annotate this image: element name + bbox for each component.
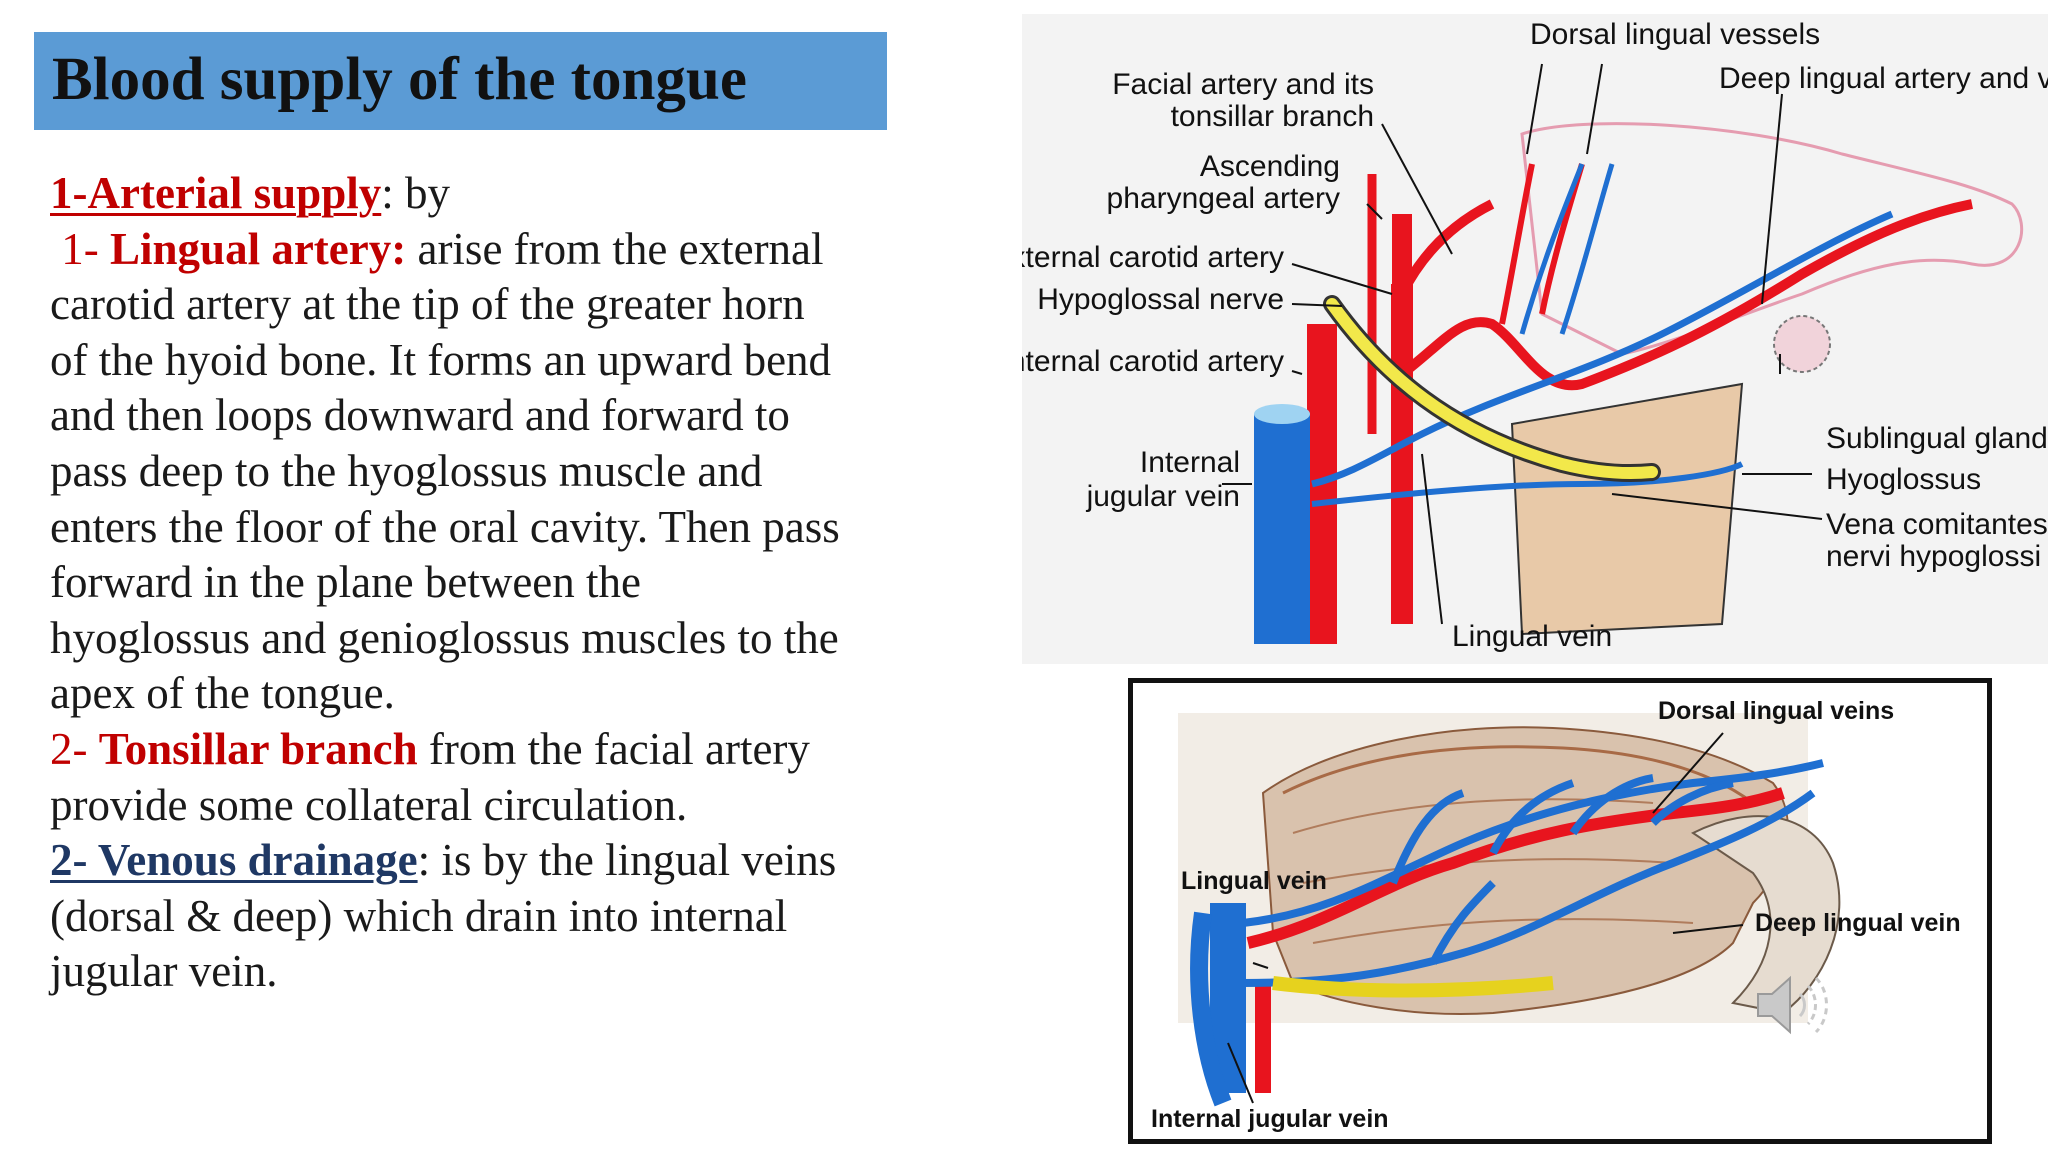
label-external-carotid: External carotid artery [1022,241,1284,274]
tonsillar-line: 2- Tonsillar branch from the facial arte… [50,723,810,774]
label-deep-lingual-artery-vein: Deep lingual artery and vein [1719,62,2048,95]
title-banner: Blood supply of the tongue [34,32,887,130]
tongue-vessels-diagram: Dorsal lingual vessels Deep lingual arte… [1022,14,2048,664]
arterial-line: 1-Arterial supply: by [50,168,451,218]
svg-text:nervi hypoglossi: nervi hypoglossi [1826,540,2041,573]
arterial-heading: 1-Arterial supply [50,168,382,218]
label-hypoglossal-nerve: Hypoglossal nerve [1037,283,1284,316]
body-text: 1-Arterial supply: by 1- Lingual artery:… [50,166,980,1000]
vena-comitantes [1311,461,1744,507]
lingual-vein [1311,210,1894,488]
hypoglossal-nerve-2 [1272,976,1554,998]
svg-text:jugular vein: jugular vein [1086,480,1240,513]
venous-heading: 2- Venous drainage [50,835,418,886]
label-deep-lingual-vein: Deep lingual vein [1755,909,1961,937]
svg-text:pharyngeal artery: pharyngeal artery [1107,182,1340,215]
facial-artery [1397,199,1495,297]
label-ascending-pharyngeal: Ascending [1200,150,1340,183]
lingual-term: Lingual artery: [110,223,407,274]
label-lingual-vein: Lingual vein [1452,620,1612,653]
sublingual-gland [1773,315,1831,373]
lingual-line-1: 1- Lingual artery: arise from the extern… [61,223,824,274]
leader-lines [1222,63,1823,625]
label-internal-carotid: Internal carotid artery [1022,345,1284,378]
label-internal-jugular-vein-2: Internal jugular vein [1151,1105,1389,1133]
label-hyoglossus: Hyoglossus [1826,463,1981,496]
label-dorsal-lingual-vessels: Dorsal lingual vessels [1530,18,1820,51]
page-title: Blood supply of the tongue [52,46,747,113]
speaker-icon[interactable] [1752,970,1832,1040]
label-internal-jugular: Internal [1140,446,1240,479]
tonsillar-term: Tonsillar branch [98,723,418,774]
illustration-drawing: Dorsal lingual veins Lingual vein Deep l… [1151,697,1961,1133]
label-vena-comitantes: Vena comitantes [1826,508,2048,541]
lingual-artery-2 [1246,787,1785,949]
diagram-drawing: Dorsal lingual vessels Deep lingual arte… [1022,18,2048,653]
lingual-artery [1398,199,1973,391]
tongue-veins-illustration: Dorsal lingual veins Lingual vein Deep l… [1128,678,1992,1144]
label-dorsal-lingual-veins: Dorsal lingual veins [1658,697,1894,725]
hypoglossal-nerve [1326,298,1658,480]
venous-line: 2- Venous drainage: is by the lingual ve… [50,835,837,886]
hyoglossus-muscle [1510,382,1744,636]
leader-lines-2 [1227,732,1744,1104]
label-lingual-vein-2: Lingual vein [1181,867,1327,895]
label-facial-artery: Facial artery and its [1112,68,1374,101]
svg-text:tonsillar branch: tonsillar branch [1171,100,1374,133]
label-sublingual-gland: Sublingual gland [1826,422,2048,455]
tongue-outline [1520,122,2024,356]
dorsal-lingual-veins-network [1242,759,1824,987]
